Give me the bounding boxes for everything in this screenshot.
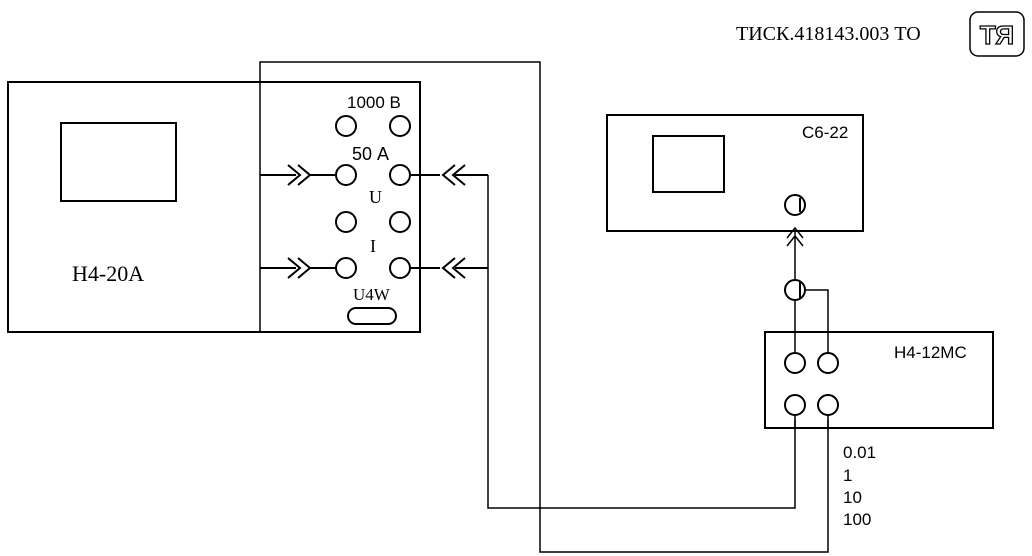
- doc-code: ТИСК.418143.003 ТО: [736, 23, 921, 45]
- range-100: 100: [843, 510, 871, 529]
- label-50a: 50 А: [352, 144, 389, 164]
- logo-badge: [969, 11, 1025, 57]
- h4-20a-display: [60, 122, 177, 202]
- terminal-u-left: [335, 211, 357, 233]
- h4-12mc-terminal-bottom-right: [817, 394, 839, 416]
- logo-text: ТЯ: [980, 20, 1014, 50]
- range-0.01: 0.01: [843, 443, 876, 462]
- h4-12mc-terminal-bottom-left: [784, 394, 806, 416]
- c6-22-label: С6-22: [802, 123, 848, 142]
- terminal-50a-left: [335, 164, 357, 186]
- plug-connector-lower-right: [410, 257, 488, 279]
- c6-22-input-socket: [784, 194, 806, 216]
- label-1000v: 1000 В: [347, 93, 401, 112]
- label-i: I: [370, 236, 376, 256]
- h4-12mc-terminal-top-left: [784, 352, 806, 374]
- c6-22-display: [652, 135, 725, 193]
- terminal-50a-right: [389, 164, 411, 186]
- h4-12mc-terminal-top-right: [817, 352, 839, 374]
- label-u: U: [369, 187, 382, 207]
- range-10: 10: [843, 488, 862, 507]
- bnc-adapter: [784, 279, 806, 301]
- range-1: 1: [843, 466, 852, 485]
- plug-connector-upper-left: [260, 164, 336, 186]
- terminal-u-right: [389, 211, 411, 233]
- terminal-1000v-right: [389, 115, 411, 137]
- h4-12mc-body: [764, 331, 994, 429]
- terminal-i-right: [389, 257, 411, 279]
- c6-22-body: [606, 114, 864, 232]
- c6-22-connector: [786, 226, 804, 280]
- h4-20a-label: Н4-20А: [72, 261, 144, 286]
- terminal-1000v-left: [335, 115, 357, 137]
- plug-connector-lower-left: [260, 257, 336, 279]
- terminal-i-left: [335, 257, 357, 279]
- h4-12mc-label: Н4-12МС: [894, 343, 967, 362]
- wire-inner-loop: [487, 175, 796, 509]
- label-u4w: U4W: [353, 285, 391, 304]
- u4w-switch: [347, 307, 397, 325]
- plug-connector-upper-right: [410, 164, 488, 186]
- wire-outer-loop: [259, 61, 829, 553]
- h4-20a-terminal-panel: [259, 81, 421, 333]
